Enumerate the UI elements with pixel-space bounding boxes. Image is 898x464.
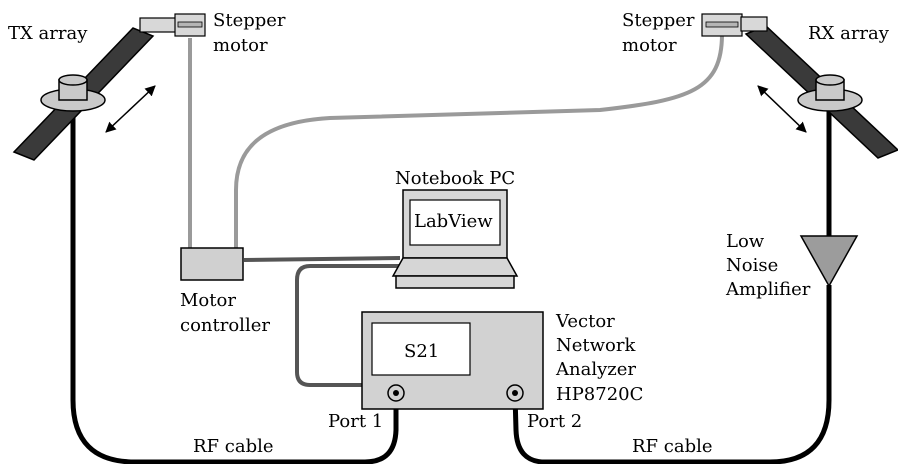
vna-label-line3: Analyzer xyxy=(555,359,636,380)
port-1-connector xyxy=(387,384,405,402)
notebook-to-vna-cable xyxy=(295,264,402,387)
stepper-motor-right xyxy=(701,13,768,37)
lna-label-line1: Low xyxy=(726,231,765,252)
rf-cable-right-label: RF cable xyxy=(632,436,713,457)
rx-array-label: RX array xyxy=(808,23,890,44)
low-noise-amplifier xyxy=(799,235,859,288)
stepper-motor-left xyxy=(139,13,206,37)
vna-label-line1: Vector xyxy=(555,311,615,332)
port-2-connector xyxy=(506,384,524,402)
stepper-right-label-line1: Stepper xyxy=(622,10,695,31)
lna-label-line2: Noise xyxy=(726,255,778,276)
controller-to-notebook-cable xyxy=(243,256,401,262)
notebook-pc-label: Notebook PC xyxy=(395,168,515,189)
stepper-left-label-line1: Stepper xyxy=(213,10,286,31)
stepper-right-to-controller-cable xyxy=(234,33,724,248)
tx-array-label: TX array xyxy=(8,23,88,44)
s21-label: S21 xyxy=(404,341,439,362)
port-1-label: Port 1 xyxy=(328,411,383,432)
stepper-left-label-line2: motor xyxy=(213,35,268,56)
rf-cable-right xyxy=(512,285,832,464)
vna-label-line2: Network xyxy=(556,335,636,356)
rx-antenna xyxy=(797,74,863,112)
tx-movement-arrow xyxy=(105,85,156,133)
motor-controller-label-line1: Motor xyxy=(180,290,236,311)
rf-cable-left xyxy=(70,103,399,464)
labview-label: LabView xyxy=(414,211,493,232)
stepper-right-label-line2: motor xyxy=(622,35,677,56)
rx-movement-arrow xyxy=(757,85,807,133)
notebook-pc xyxy=(391,189,519,289)
motor-controller-box xyxy=(180,247,244,281)
rf-cable-left-label: RF cable xyxy=(193,436,274,457)
motor-controller-label-line2: controller xyxy=(180,315,270,336)
port-2-label: Port 2 xyxy=(527,411,582,432)
vna-label-line4: HP8720C xyxy=(556,384,643,405)
lna-label-line3: Amplifier xyxy=(725,279,811,300)
tx-antenna xyxy=(40,74,106,112)
